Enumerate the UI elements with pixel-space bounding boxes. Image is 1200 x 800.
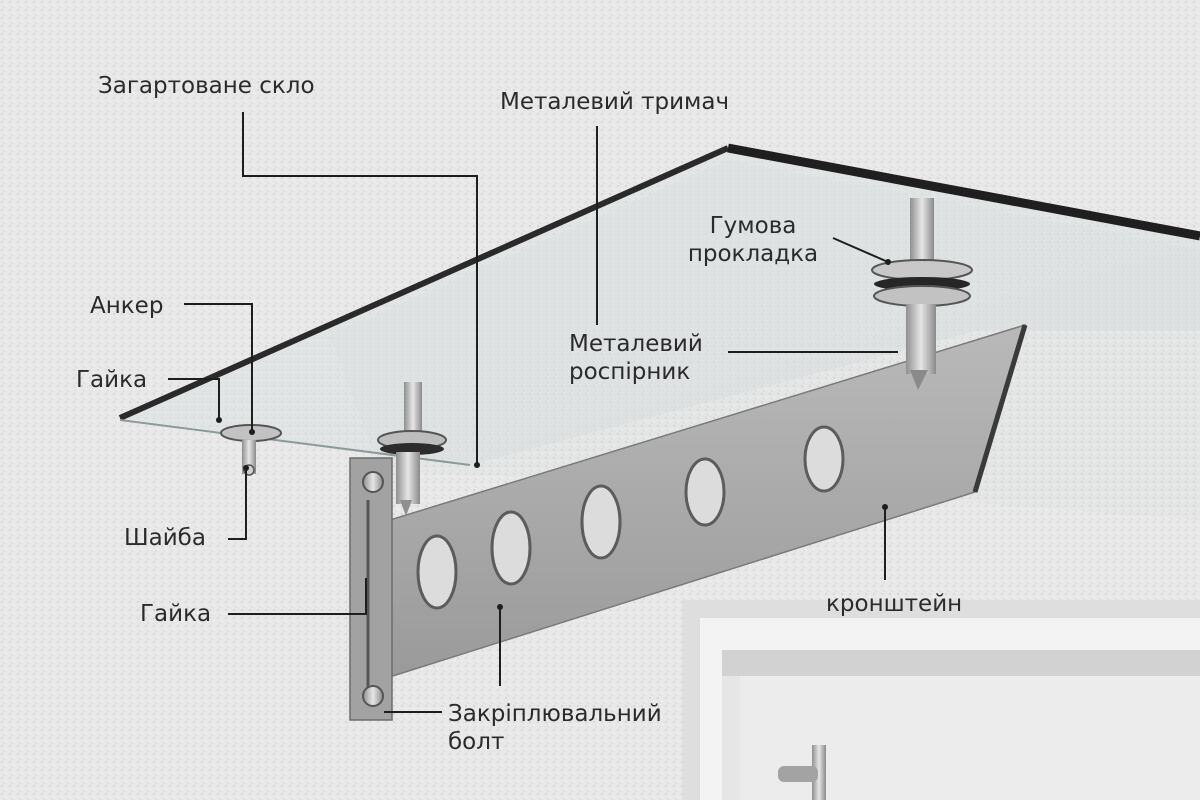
label-washer: Шайба xyxy=(124,525,206,551)
spider-fitting-right xyxy=(871,198,973,390)
label-tempered-glass: Загартоване скло xyxy=(98,73,315,99)
door-frame xyxy=(682,600,1200,800)
leader-anchor xyxy=(184,303,253,432)
label-nut-top: Гайка xyxy=(76,367,148,393)
leader-tempered-glass xyxy=(242,112,478,465)
leader-nut-top xyxy=(168,378,220,420)
label-anchor: Анкер xyxy=(90,293,164,319)
wall-plate xyxy=(349,457,393,721)
spider-fitting-left xyxy=(377,382,447,516)
bracket-body xyxy=(379,323,1028,682)
label-fixing-bolt: Закріплювальний болт xyxy=(448,701,662,755)
label-metal-holder: Металевий тримач xyxy=(500,89,730,115)
leader-washer xyxy=(228,468,247,540)
label-bracket: кронштейн xyxy=(826,591,963,617)
label-nut-bottom: Гайка xyxy=(140,601,212,627)
leader-dots xyxy=(216,259,891,610)
leader-rubber-gasket xyxy=(832,237,889,263)
leader-nut-bottom xyxy=(228,578,367,615)
leader-lines xyxy=(168,112,898,713)
label-rubber-gasket: Гумова прокладка xyxy=(687,213,819,267)
label-metal-spacer: Металевий роспірник xyxy=(569,331,703,385)
